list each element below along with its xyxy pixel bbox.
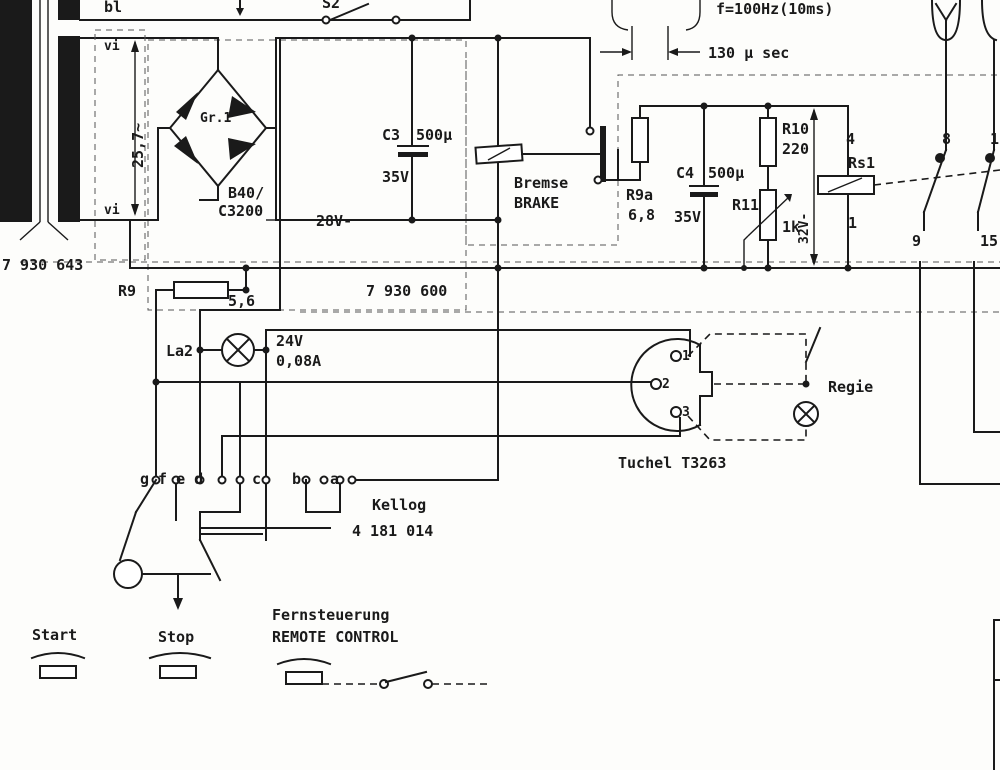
label-contact-c: c (252, 470, 261, 488)
label-c4: C4 (676, 164, 694, 182)
module-outline-transformer (94, 29, 146, 261)
label-bremse: Bremse (514, 174, 568, 192)
label-relay-pin-4: 4 (846, 130, 855, 148)
label-contact-8: 8 (942, 130, 951, 148)
transformer-core-left (0, 0, 32, 222)
label-c4-value: 500µ (708, 164, 744, 182)
transformer (0, 0, 471, 241)
label-transformer-part: 7 930 643 (2, 256, 83, 274)
label-fernsteuerung: Fernsteuerung (272, 606, 389, 624)
tuchel-connector (630, 338, 713, 432)
label-c3200: C3200 (218, 202, 263, 220)
stop-button-icon (148, 652, 212, 679)
diode-4-icon (228, 138, 256, 160)
label-stop: Stop (158, 628, 194, 646)
timing-diagram (600, 0, 701, 60)
switch-s2 (236, 0, 401, 25)
label-r10-value: 220 (782, 140, 809, 158)
diode-3-icon (174, 136, 198, 164)
brake-lever (600, 126, 606, 182)
label-r9-value: 5,6 (228, 292, 255, 310)
label-relay-pin-1: 1 (848, 214, 857, 232)
resistor-r10-r11 (741, 102, 792, 272)
label-pin-2: 2 (662, 377, 670, 392)
label-contact-15: 15 (980, 232, 998, 250)
label-r11-value: 1k (782, 218, 800, 236)
rail-ground (129, 227, 1000, 269)
module-outline-brake (465, 60, 1000, 246)
label-r9: R9 (118, 282, 136, 300)
regie-remote (687, 326, 822, 441)
label-pin-3: 3 (682, 405, 690, 420)
label-gr1: Gr.1 (200, 111, 231, 126)
label-s2: S2 (322, 0, 340, 12)
label-contact-a: a (330, 470, 339, 488)
label-rs1: Rs1 (848, 154, 875, 172)
label-pulse-width: 130 µ sec (708, 44, 789, 62)
lamp-la2 (196, 37, 691, 541)
label-frequency: f=100Hz(10ms) (716, 0, 833, 18)
label-bl: bl (104, 0, 122, 16)
label-start: Start (32, 626, 77, 644)
label-tuchel: Tuchel T3263 (618, 454, 726, 472)
label-c4-voltage: 35V (674, 208, 701, 226)
relay-rs1 (809, 105, 1000, 272)
capacitor-c4 (689, 102, 719, 272)
label-c3-value: 500µ (416, 126, 452, 144)
label-lamp-voltage: 24V (276, 332, 303, 350)
label-contacts-left: g f e d (140, 470, 203, 488)
label-kellog-part: 4 181 014 (352, 522, 433, 540)
label-vi-top: vi (104, 39, 120, 54)
diode-2-icon (228, 96, 256, 118)
label-r9a: R9a (626, 186, 653, 204)
transformer-winding-top (58, 0, 80, 20)
start-stop-knob-icon (113, 559, 143, 589)
label-secondary-voltage: 25,7~ (129, 123, 147, 168)
label-b40: B40/ (228, 184, 264, 202)
label-c3-voltage: 35V (382, 168, 409, 186)
module-outline-supply (147, 39, 467, 311)
label-c3: C3 (382, 126, 400, 144)
label-contact-9: 9 (912, 232, 921, 250)
capacitor-c3 (397, 34, 429, 224)
label-vi-bottom: vi (104, 203, 120, 218)
labels: bl S2 f=100Hz(10ms) 130 µ sec vi vi 25,7… (2, 0, 999, 646)
label-regie: Regie (828, 378, 873, 396)
label-pin-1: 1 (682, 349, 690, 364)
label-r9a-value: 6,8 (628, 206, 655, 224)
label-board-part: 7 930 600 (366, 282, 447, 300)
label-brake: BRAKE (514, 194, 559, 212)
label-r11: R11 (732, 196, 759, 214)
bridge-rectifier (129, 37, 591, 229)
label-28v: 28V- (316, 212, 352, 230)
label-kellog: Kellog (372, 496, 426, 514)
label-r10: R10 (782, 120, 809, 138)
right-frame (919, 261, 1000, 485)
transformer-winding-secondary (58, 36, 80, 222)
resistor-r9a (617, 105, 811, 181)
label-remote-control: REMOTE CONTROL (272, 628, 398, 646)
label-lamp-current: 0,08A (276, 352, 321, 370)
kellog-switch (113, 475, 357, 610)
label-contact-1x: 1 (990, 130, 999, 148)
label-32v: 32V- (797, 213, 812, 244)
diode-1-icon (176, 92, 198, 120)
label-la2: La2 (166, 342, 193, 360)
remote-control-button-icon (276, 658, 488, 689)
label-contact-b: b (292, 470, 301, 488)
relay-contacts (922, 0, 998, 231)
start-button-icon (30, 652, 86, 679)
brake-solenoid (474, 34, 619, 272)
